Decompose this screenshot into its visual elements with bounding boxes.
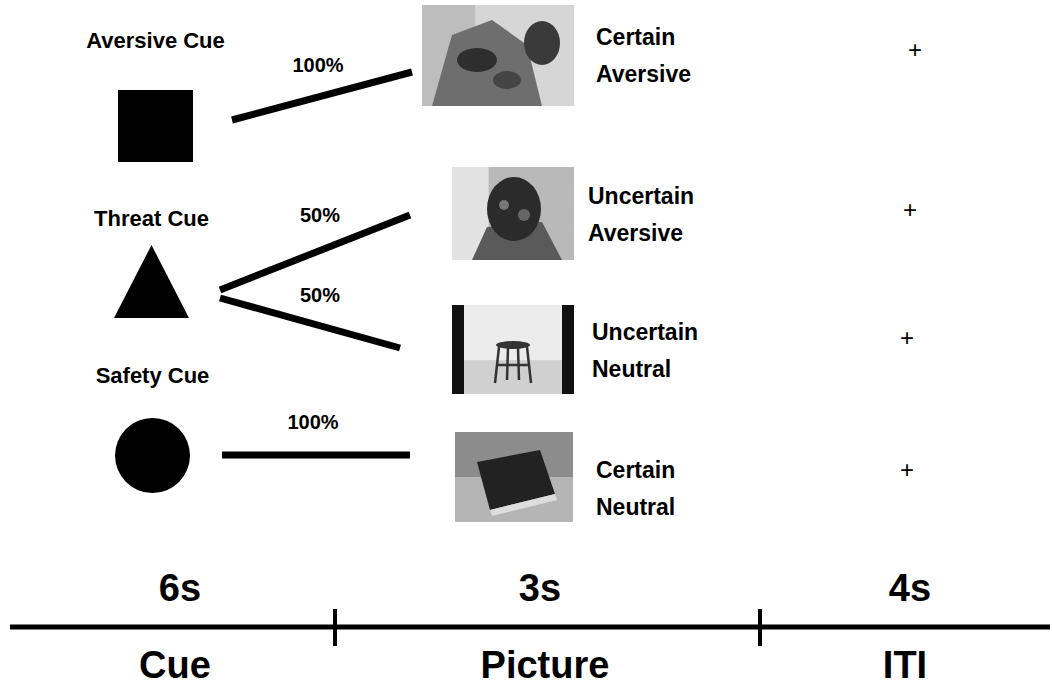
picture-node: Certain Aversive <box>422 5 574 106</box>
photo-figure <box>432 20 542 106</box>
cue-triangle <box>114 245 189 318</box>
axis-tick <box>333 609 337 646</box>
cue-circle <box>115 418 190 493</box>
picture-illustration <box>422 5 574 106</box>
timeline-label: 4s <box>889 567 931 610</box>
photo-ground <box>455 432 573 522</box>
photo-figure <box>487 177 541 241</box>
cue-label: Safety Cue <box>96 363 210 389</box>
cue-node: Threat Cue <box>113 243 190 319</box>
shape-part <box>499 200 509 210</box>
probability-label: 50% <box>298 283 342 307</box>
probability-label: 50% <box>298 203 342 227</box>
probability-label: 100% <box>290 53 345 77</box>
shape-part <box>452 305 464 394</box>
fixation-cross: + <box>900 324 914 352</box>
photo-ground <box>452 167 574 260</box>
axis-tick <box>758 609 762 646</box>
photo-figure <box>524 21 560 65</box>
shape-part <box>518 209 530 221</box>
connector-line <box>222 452 410 459</box>
cue-shape <box>114 417 191 494</box>
picture-illustration <box>455 432 573 522</box>
picture-label: Certain Neutral <box>596 452 675 526</box>
cue-label: Aversive Cue <box>86 28 225 54</box>
picture-label: Uncertain Aversive <box>588 178 694 252</box>
picture-node: Uncertain Aversive <box>452 167 574 260</box>
probability-label: 100% <box>285 410 340 434</box>
cue-square <box>118 90 193 162</box>
timeline-label: Cue <box>139 644 211 687</box>
photo-ground <box>452 305 574 394</box>
timeline-label: 3s <box>519 567 561 610</box>
picture-label: Certain Aversive <box>596 19 691 93</box>
picture-label: Uncertain Neutral <box>592 314 698 388</box>
picture-node: Certain Neutral <box>455 432 573 522</box>
picture-illustration <box>452 167 574 260</box>
cue-shape <box>113 243 190 319</box>
fixation-cross: + <box>903 196 917 224</box>
timeline-label: ITI <box>883 644 927 687</box>
photo-book <box>490 494 557 516</box>
photo-ground <box>422 5 574 106</box>
cue-label: Threat Cue <box>94 206 209 232</box>
timeline-label: Picture <box>481 644 610 687</box>
shape-part <box>493 71 521 89</box>
photo-stool <box>496 341 530 349</box>
timeline-label: 6s <box>159 567 201 610</box>
picture-illustration <box>452 305 574 394</box>
cue-node: Aversive Cue <box>118 90 193 162</box>
fixation-cross: + <box>908 36 922 64</box>
time-axis <box>10 625 1050 630</box>
cue-shape <box>118 90 193 162</box>
connector-line <box>232 72 412 120</box>
fixation-cross: + <box>900 456 914 484</box>
cue-node: Safety Cue <box>114 417 191 494</box>
photo-stool <box>495 347 531 383</box>
picture-node: Uncertain Neutral <box>452 305 574 394</box>
shape-part <box>457 48 497 72</box>
shape-part <box>562 305 574 394</box>
